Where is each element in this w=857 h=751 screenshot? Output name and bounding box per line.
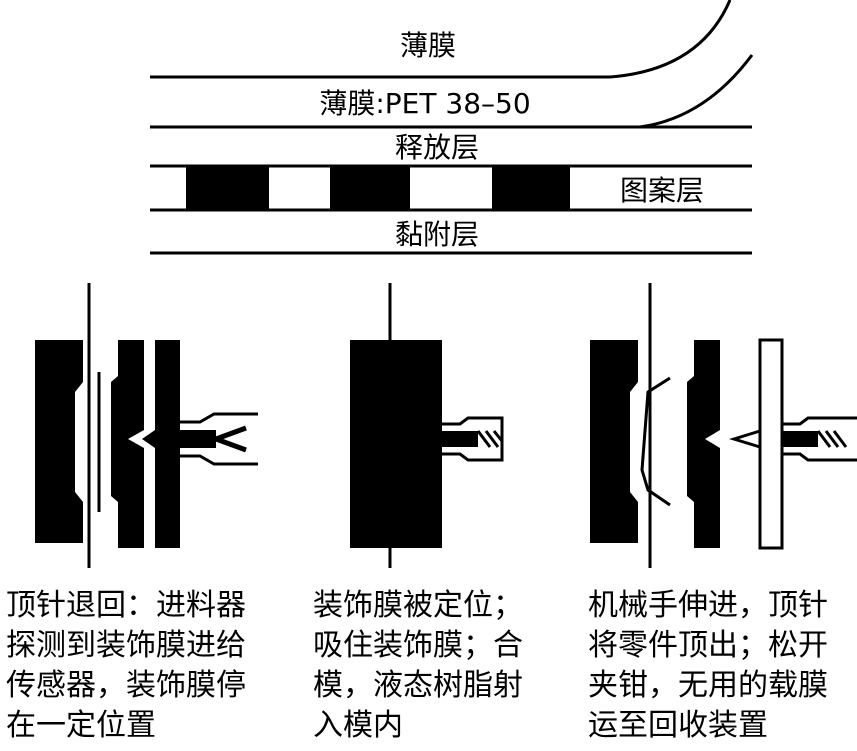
step-3-caption: 机械手伸进，顶针 将零件顶出；松开 夹钳，无用的载膜 运至回收装置 <box>588 586 828 746</box>
label-film-pet: 薄膜:PET 38–50 <box>319 87 530 120</box>
injection-nozzle <box>442 416 504 462</box>
step-2-line-2: 吸住装饰膜；合 <box>313 628 523 663</box>
mold-middle-half <box>687 340 720 548</box>
step-3-line-4: 运至回收装置 <box>588 708 768 743</box>
step-1-line-1: 顶针退回：进料器 <box>6 588 246 623</box>
mold-left-half <box>590 340 638 543</box>
gripper-open <box>180 412 258 466</box>
mold-step-1 <box>35 283 258 568</box>
film-top-curve <box>150 0 732 79</box>
pattern-block-3 <box>492 166 570 210</box>
ejector-pin <box>728 428 762 450</box>
step-1-line-4: 在一定位置 <box>6 708 156 743</box>
mold-step-2 <box>350 283 504 568</box>
gripper-tube <box>180 412 258 466</box>
pattern-block-2 <box>330 166 410 210</box>
label-adhesive-layer: 黏附层 <box>395 218 479 251</box>
step-3-line-1: 机械手伸进，顶针 <box>588 588 828 623</box>
step-2-caption: 装饰膜被定位； 吸住装饰膜；合 模，液态树脂射 入模内 <box>313 586 523 746</box>
step-3-line-2: 将零件顶出；松开 <box>588 628 828 663</box>
gripper-hatch <box>816 430 848 448</box>
nozzle-screw-hatch <box>476 430 504 448</box>
robot-gripper <box>782 416 857 462</box>
pattern-blocks <box>186 166 570 210</box>
gripper-core <box>782 431 818 447</box>
ejected-part <box>758 338 784 550</box>
gripper-outline <box>782 416 857 462</box>
mold-closed <box>350 340 442 548</box>
nozzle-core <box>442 431 478 447</box>
pattern-block-1 <box>186 166 269 210</box>
mold-middle-half <box>111 340 144 548</box>
gripper-jaw-open <box>215 425 247 453</box>
gripper-core <box>180 430 216 448</box>
mold-right-half <box>142 340 180 548</box>
removed-film-curve <box>640 376 671 507</box>
label-pattern-layer: 图案层 <box>620 174 704 207</box>
step-2-line-1: 装饰膜被定位； <box>313 588 523 623</box>
step-2-line-4: 入模内 <box>313 708 403 743</box>
mold-step-3 <box>590 283 857 568</box>
step-3-line-3: 夹钳，无用的载膜 <box>588 668 828 703</box>
step-1-line-3: 传感器，装饰膜停 <box>6 668 246 703</box>
label-release-layer: 释放层 <box>395 131 479 164</box>
step-1-caption: 顶针退回：进料器 探测到装饰膜进给 传感器，装饰膜停 在一定位置 <box>6 586 246 746</box>
step-2-line-3: 模，液态树脂射 <box>313 668 523 703</box>
mold-left-half <box>35 340 83 543</box>
step-1-line-2: 探测到装饰膜进给 <box>6 628 246 663</box>
label-film-top: 薄膜 <box>400 29 456 62</box>
